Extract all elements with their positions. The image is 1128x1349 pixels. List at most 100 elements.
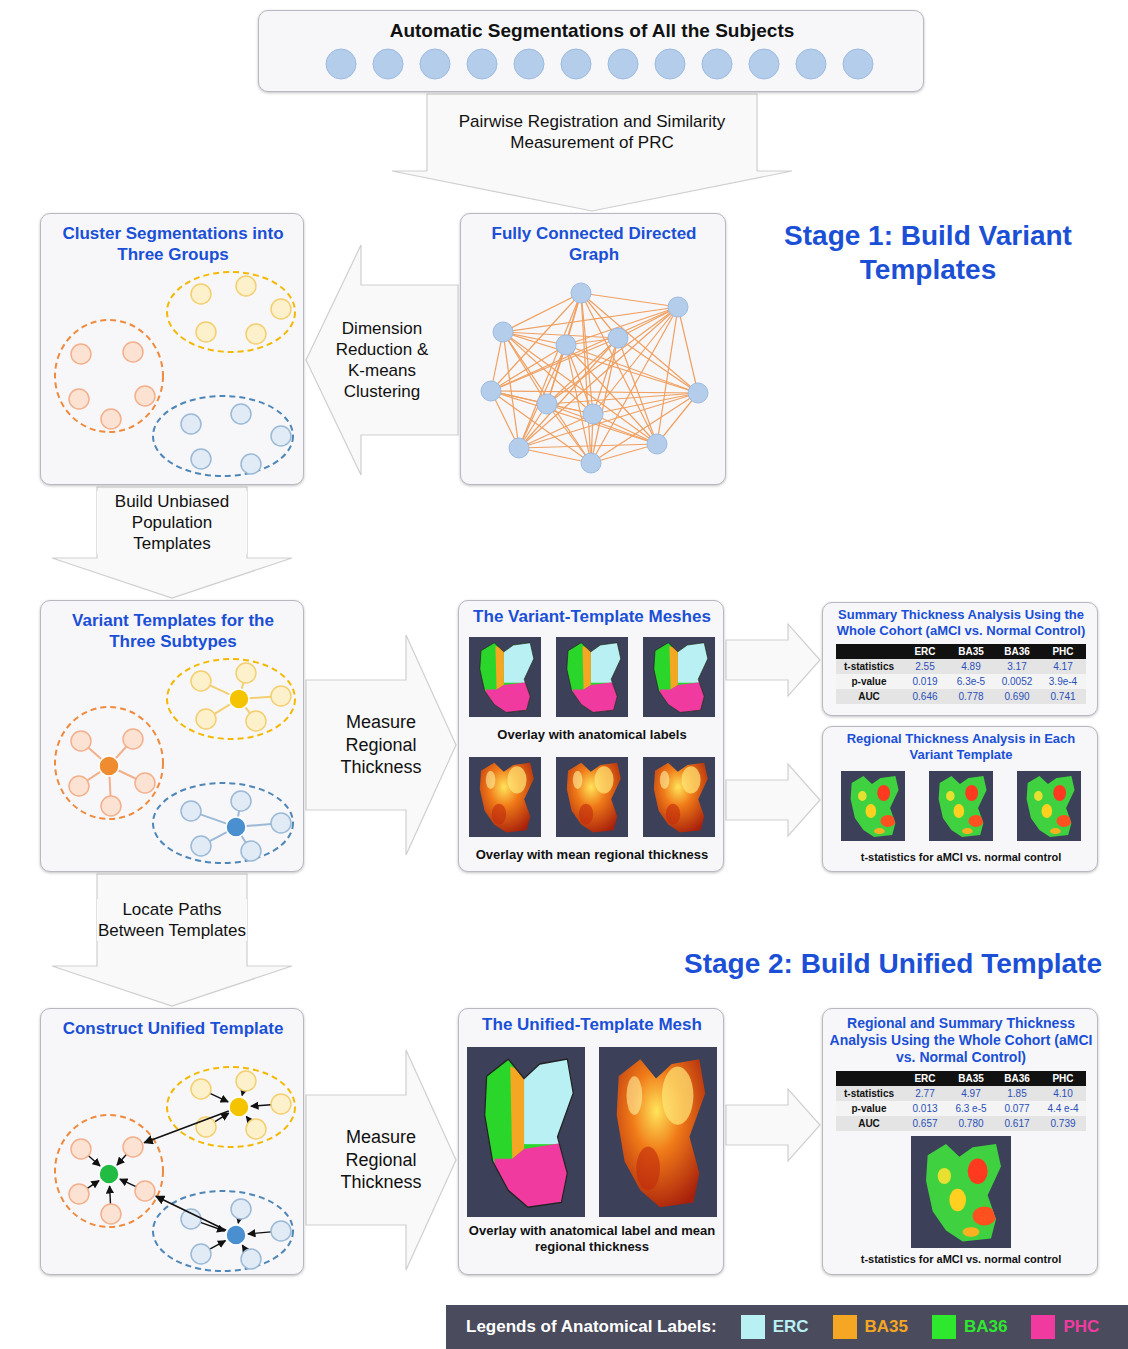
template-link — [246, 824, 271, 826]
path-arrow — [144, 1111, 228, 1143]
subject-circle — [514, 49, 544, 79]
subject-circle — [561, 49, 591, 79]
process-box: The Variant-Template MeshesOverlay with … — [458, 600, 724, 872]
subject-circle — [101, 409, 121, 429]
mesh — [911, 1136, 1011, 1248]
subject-circle — [196, 709, 216, 729]
path-arrow — [156, 1196, 226, 1230]
graph-edge — [503, 332, 698, 393]
path-arrow — [120, 1179, 136, 1187]
box-title: Automatic Segmentations of All the Subje… — [265, 19, 919, 42]
subject-circle — [271, 426, 291, 446]
subject-circle — [135, 1181, 155, 1201]
table-cell: 0.019 — [902, 674, 948, 689]
graph-edge — [593, 414, 657, 444]
table-cell: 0.077 — [994, 1101, 1040, 1116]
table-cell: BA36 — [994, 644, 1040, 659]
subject-circle — [702, 49, 732, 79]
subject-circle — [420, 49, 450, 79]
template-circle — [229, 689, 249, 709]
table-cell: 6.3 e-5 — [948, 1101, 994, 1116]
template-link — [238, 811, 239, 817]
arrow-label: Measure Regional Thickness — [326, 1126, 436, 1194]
table-cell: AUC — [836, 689, 902, 704]
box-title: Summary Thickness Analysis Using the Who… — [829, 607, 1093, 639]
template-link — [88, 748, 101, 760]
graph-edge — [547, 393, 698, 404]
cluster-outline — [55, 707, 163, 819]
subject-circle — [191, 671, 211, 691]
graph-node — [481, 381, 501, 401]
tstat-mesh — [911, 1136, 1011, 1248]
path-arrow — [246, 1116, 250, 1121]
graph-edge — [519, 444, 657, 448]
table-cell: 2.55 — [902, 659, 948, 674]
subject-circle — [236, 276, 256, 296]
subject-circle — [608, 49, 638, 79]
legend-swatch — [741, 1315, 765, 1339]
box-title: Construct Unified Template — [47, 1019, 299, 1040]
mesh — [643, 637, 715, 717]
template-link — [116, 746, 127, 758]
subject-circle — [123, 729, 143, 749]
graph-node — [493, 322, 513, 342]
cluster-outline — [153, 396, 293, 476]
template-link — [109, 776, 110, 796]
legend-text: BA36 — [964, 1317, 1007, 1337]
process-box: Fully Connected Directed Graph — [460, 213, 726, 485]
subject-circle — [196, 322, 216, 342]
subject-circle — [271, 299, 291, 319]
graph-edge — [491, 338, 618, 391]
table-cell: 0.690 — [994, 689, 1040, 704]
legend-swatch — [1031, 1315, 1055, 1339]
subject-circle — [191, 836, 211, 856]
subject-circle — [123, 1137, 143, 1157]
process-box: Construct Unified Template — [40, 1008, 304, 1275]
path-arrow — [117, 1154, 126, 1165]
graph-edge — [591, 307, 678, 463]
process-box: Cluster Segmentations into Three Groups — [40, 213, 304, 485]
arrow-label: Build Unbiased Population Templates — [97, 491, 247, 555]
band-rect — [14, 927, 1125, 1294]
subject-circle — [69, 389, 89, 409]
subject-circle — [135, 386, 155, 406]
arrow-label: Measure Regional Thickness — [326, 711, 436, 779]
table-cell: 4.17 — [1040, 659, 1086, 674]
subject-circle — [843, 49, 873, 79]
path-arrow — [88, 1156, 100, 1166]
path-arrow — [242, 1245, 245, 1250]
legend-text: ERC — [773, 1317, 809, 1337]
block-arrow — [726, 1089, 820, 1161]
process-box: Regional Thickness Analysis in Each Vari… — [822, 726, 1098, 872]
template-link — [241, 835, 245, 842]
subject-circle — [181, 414, 201, 434]
data-table: ERCBA35BA36PHCt-statistics2.774.971.854.… — [836, 1071, 1086, 1131]
box-title: Cluster Segmentations into Three Groups — [47, 224, 299, 265]
template-link — [87, 772, 100, 781]
table-cell: BA35 — [948, 1071, 994, 1086]
path-arrow — [210, 1093, 228, 1102]
caption: t-statistics for aMCI vs. normal control — [829, 851, 1093, 864]
subject-circle — [246, 711, 266, 731]
subject-circle — [246, 1119, 266, 1139]
stage-band: Stage 2: Build Unified TemplateConstruct… — [12, 925, 1126, 1295]
caption: Overlay with anatomical label and mean r… — [465, 1223, 719, 1255]
box-title: Regional Thickness Analysis in Each Vari… — [829, 731, 1093, 763]
graph-edge — [491, 345, 566, 391]
subject-circle — [191, 1079, 211, 1099]
subject-circle — [135, 773, 155, 793]
graph-node — [688, 383, 708, 403]
subject-circle — [373, 49, 403, 79]
template-circle — [99, 1164, 119, 1184]
band-rect — [14, 177, 1125, 904]
label-meshes — [469, 637, 715, 717]
arrow-label: Dimension Reduction & K-means Clustering — [332, 318, 432, 403]
legend-swatch — [932, 1315, 956, 1339]
arrow-label: Pairwise Registration and Similarity Mea… — [432, 111, 752, 154]
table-cell: 4.89 — [948, 659, 994, 674]
table-cell: 6.3e-5 — [948, 674, 994, 689]
mesh — [469, 757, 541, 837]
subject-circle — [655, 49, 685, 79]
mesh — [469, 637, 541, 717]
subject-circle — [271, 1221, 291, 1241]
